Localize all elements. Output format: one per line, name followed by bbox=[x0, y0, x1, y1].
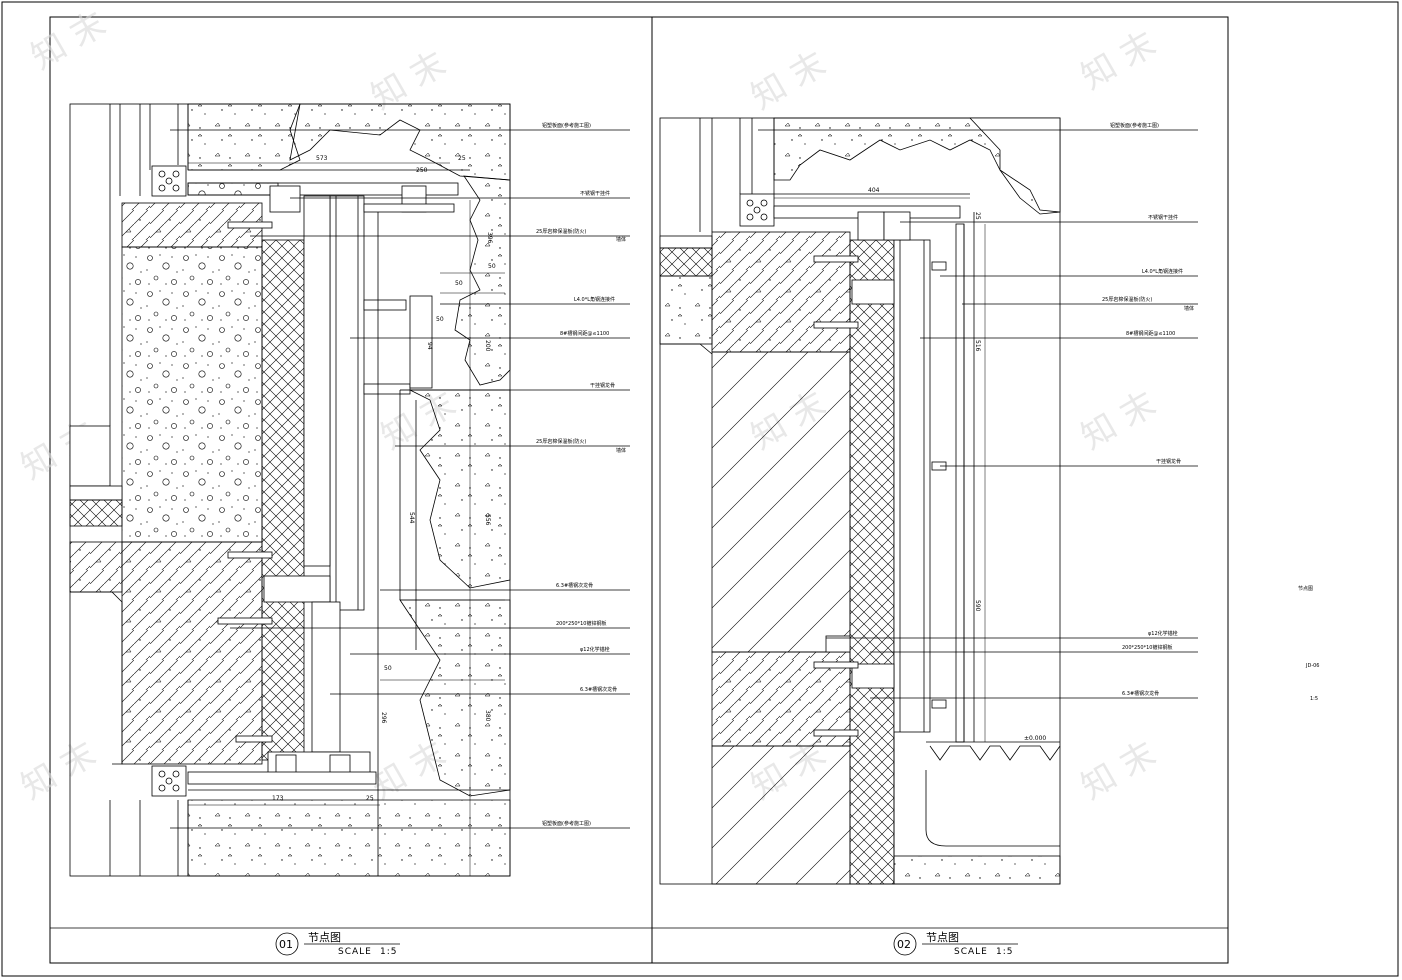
callout-label: 干挂钢龙骨 bbox=[1156, 458, 1181, 465]
dimension-text: 516 bbox=[974, 340, 981, 352]
detail-number-circle bbox=[893, 932, 917, 956]
callout-label: 铝塑板面(参考施工图) bbox=[1110, 122, 1159, 129]
detail-01-callouts: 铝塑板面(参考施工图) 不锈钢干挂件 25厚岩棉保温板(防火) 墙体 L4.0*… bbox=[536, 122, 626, 827]
dimension-text: 25 bbox=[366, 795, 374, 802]
callout-label: 8#槽钢间距@≤1100 bbox=[1126, 330, 1175, 337]
detail-number: 01 bbox=[279, 938, 293, 951]
watermark: 知 末 bbox=[1075, 734, 1163, 808]
dimension-text: 50 bbox=[455, 280, 463, 287]
callout-label: φ12化学锚栓 bbox=[580, 646, 610, 653]
callout-label: 6.3#槽钢次龙骨 bbox=[1122, 690, 1159, 697]
dimension-text: 94 bbox=[426, 342, 433, 350]
callout-label: 200*250*10镀锌钢板 bbox=[1122, 644, 1172, 651]
dimension-text: 380 bbox=[484, 710, 491, 722]
detail-02-leaders bbox=[758, 129, 1198, 699]
callout-label: 墙体 bbox=[616, 236, 626, 243]
watermark: 知 末 bbox=[1075, 24, 1163, 98]
elevation-mark: ±0.000 bbox=[1024, 735, 1046, 742]
callout-label: 墙体 bbox=[616, 447, 626, 454]
callout-label: 铝塑板面(参考施工图) bbox=[542, 122, 591, 129]
callout-label: L4.0*L角钢连接件 bbox=[574, 296, 615, 303]
drawing-name: 节点图 bbox=[1298, 586, 1313, 592]
dimension-text: 573 bbox=[316, 155, 328, 162]
dimension-text: 556 bbox=[484, 514, 491, 526]
detail-02-drawing bbox=[659, 117, 1061, 885]
callout-label: 不锈钢干挂件 bbox=[580, 190, 610, 197]
detail-01-title: 01 节点图 SCALE 1:5 bbox=[275, 931, 400, 957]
detail-02-dimensions: 404 25 516 590 ±0.000 bbox=[868, 187, 1046, 742]
detail-02-title: 02 节点图 SCALE 1:5 bbox=[893, 931, 1018, 957]
dimension-text: 25 bbox=[974, 212, 981, 220]
callout-label: 6.3#槽钢次龙骨 bbox=[556, 582, 593, 589]
dimension-text: 296 bbox=[380, 712, 387, 724]
dimension-text: 50 bbox=[384, 665, 392, 672]
detail-02-callouts: 铝塑板面(参考施工图) 不锈钢干挂件 L4.0*L角钢连接件 25厚岩棉保温板(… bbox=[1102, 122, 1194, 697]
callout-label: L4.0*L角钢连接件 bbox=[1142, 268, 1183, 275]
detail-title: 节点图 bbox=[308, 931, 341, 944]
dimension-text: 25 bbox=[458, 155, 466, 162]
callout-label: 200*250*10镀锌钢板 bbox=[556, 620, 606, 627]
dimension-text: 173 bbox=[272, 795, 284, 802]
drawing-scale: 1:5 bbox=[1310, 696, 1318, 702]
scale-label: SCALE bbox=[338, 947, 372, 957]
dimension-text: 50 bbox=[488, 263, 496, 270]
watermark: 知 末 bbox=[745, 44, 833, 118]
title-block: 节点图 JD-06 1:5 bbox=[1298, 586, 1320, 702]
callout-label: 墙体 bbox=[1184, 305, 1194, 312]
callout-label: 8#槽钢间距@≤1100 bbox=[560, 330, 609, 337]
callout-label: 25厚岩棉保温板(防火) bbox=[536, 228, 586, 235]
detail-01-leaders bbox=[170, 129, 630, 829]
detail-number-circle bbox=[275, 932, 299, 956]
dimension-text: 50 bbox=[436, 316, 444, 323]
callout-label: 6.3#槽钢次龙骨 bbox=[580, 686, 617, 693]
watermark: 知 末 bbox=[1075, 384, 1163, 458]
dimension-text: 404 bbox=[868, 187, 880, 194]
callout-label: 不锈钢干挂件 bbox=[1148, 214, 1178, 221]
callout-label: φ12化学锚栓 bbox=[1148, 630, 1178, 637]
drawing-number: JD-06 bbox=[1305, 663, 1320, 669]
watermark: 知 末 bbox=[15, 734, 103, 808]
callout-label: 铝塑板面(参考施工图) bbox=[542, 820, 591, 827]
dimension-text: 200 bbox=[484, 340, 491, 352]
detail-01-drawing bbox=[69, 103, 511, 877]
scale-value: 1:5 bbox=[380, 947, 397, 957]
callout-label: 25厚岩棉保温板(防火) bbox=[1102, 296, 1152, 303]
detail-number: 02 bbox=[897, 938, 911, 951]
detail-title: 节点图 bbox=[926, 931, 959, 944]
scale-value: 1:5 bbox=[996, 947, 1013, 957]
scale-label: SCALE bbox=[954, 947, 988, 957]
dimension-text: 396 bbox=[486, 232, 493, 244]
detail-01-dimensions: 573 250 25 396 50 50 50 94 200 544 556 5… bbox=[272, 155, 496, 802]
callout-label: 干挂钢龙骨 bbox=[590, 382, 615, 389]
dimension-text: 250 bbox=[416, 167, 428, 174]
callout-label: 25厚岩棉保温板(防火) bbox=[536, 438, 586, 445]
dimension-text: 590 bbox=[974, 600, 981, 612]
watermark: 知 末 bbox=[25, 4, 113, 78]
dimension-text: 544 bbox=[408, 512, 415, 524]
